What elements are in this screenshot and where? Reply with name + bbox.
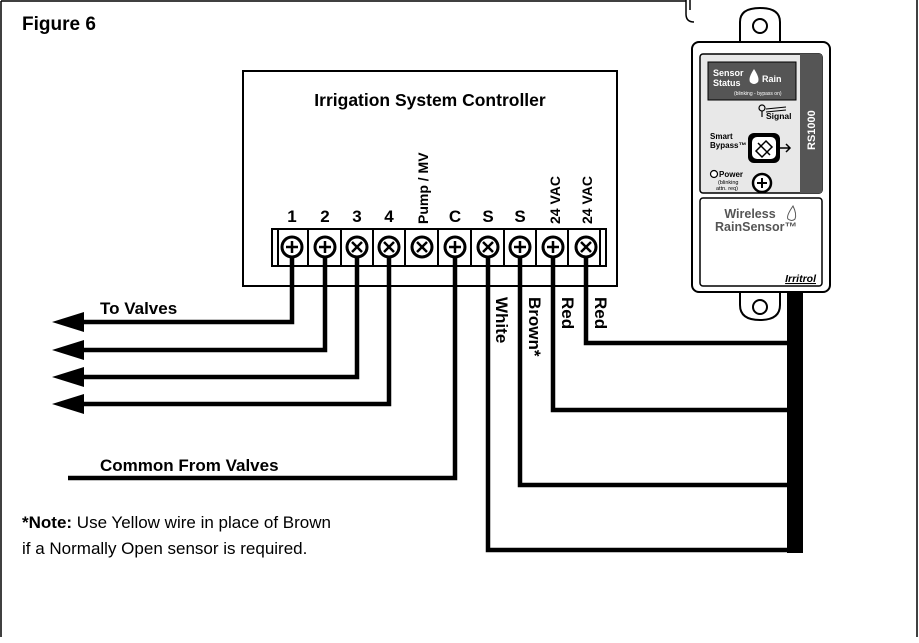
valve-arrows bbox=[52, 312, 84, 414]
rain-sensor-device: RS1000 Sensor Status Rain (blinking - by… bbox=[685, 0, 831, 322]
screw-cross-icon bbox=[410, 235, 434, 259]
terminal-labels: 1 2 3 4 Pump / MV C S S 24 VAC 24 VAC bbox=[287, 152, 595, 226]
sensor-wires bbox=[485, 257, 795, 553]
wire-label-red-1: Red bbox=[558, 297, 577, 329]
sensor-status-line2: Status bbox=[713, 78, 741, 88]
common-wire bbox=[68, 257, 458, 481]
bypass-key-icon bbox=[754, 139, 774, 159]
brand-wireless: Wireless bbox=[724, 207, 775, 221]
raindrop-icon bbox=[749, 69, 759, 84]
wire-label-brown: Brown* bbox=[525, 297, 544, 357]
mount-hole-bottom-icon bbox=[752, 299, 768, 315]
signal-label: Signal bbox=[766, 111, 792, 121]
screw-plus-icon bbox=[508, 235, 532, 259]
terminal-label-2: 2 bbox=[320, 207, 329, 226]
arrow-left-icon bbox=[52, 340, 84, 360]
terminal-label-24vac-2: 24 VAC bbox=[579, 176, 595, 224]
screw-plus-icon bbox=[443, 235, 467, 259]
valve-wires bbox=[75, 257, 392, 407]
mount-hole-top-icon bbox=[752, 18, 768, 34]
terminal-label-3: 3 bbox=[352, 207, 361, 226]
power-led-icon bbox=[709, 169, 719, 179]
screw-plus-icon bbox=[280, 235, 304, 259]
bypass-label: Bypass™ bbox=[710, 141, 746, 150]
irritrol-logo: Irritrol bbox=[785, 273, 817, 285]
arrow-left-icon bbox=[52, 367, 84, 387]
brand-drop-icon bbox=[787, 205, 797, 221]
terminal-label-1: 1 bbox=[287, 207, 296, 226]
brand-rainsensor: RainSensor™ bbox=[715, 220, 797, 234]
screw-cross-icon bbox=[574, 235, 598, 259]
common-label: Common From Valves bbox=[100, 456, 279, 475]
screw-cross-icon bbox=[377, 235, 401, 259]
power-sub-2: attn. req) bbox=[716, 186, 738, 192]
terminal-label-4: 4 bbox=[384, 207, 394, 226]
controller-title: Irrigation System Controller bbox=[314, 90, 546, 110]
arrow-left-icon bbox=[52, 394, 84, 414]
power-label: Power bbox=[719, 170, 743, 179]
screw-plus-icon bbox=[541, 235, 565, 259]
screw-cross-icon bbox=[476, 235, 500, 259]
note-line-2: if a Normally Open sensor is required. bbox=[22, 539, 307, 558]
sensor-cable bbox=[787, 285, 803, 553]
terminal-label-24vac-1: 24 VAC bbox=[547, 176, 563, 224]
terminal-label-s2: S bbox=[514, 207, 525, 226]
terminal-label-c: C bbox=[449, 207, 461, 226]
wire-label-red-2: Red bbox=[591, 297, 610, 329]
model-label: RS1000 bbox=[806, 110, 818, 150]
note-text-1: Use Yellow wire in place of Brown bbox=[72, 513, 331, 532]
screw-plus-icon bbox=[313, 235, 337, 259]
terminal-screws bbox=[280, 235, 598, 259]
terminal-label-pump: Pump / MV bbox=[415, 152, 431, 224]
to-valves-label: To Valves bbox=[100, 299, 177, 318]
figure-title: Figure 6 bbox=[22, 14, 96, 35]
blinking-label: (blinking - bypass on) bbox=[734, 91, 782, 97]
note-prefix: *Note: bbox=[22, 513, 72, 532]
bypass-arrow-icon bbox=[780, 143, 792, 153]
sensor-status-line1: Sensor bbox=[713, 68, 744, 78]
power-sub-1: (blinking bbox=[718, 180, 738, 186]
smart-label: Smart bbox=[710, 132, 733, 141]
wire-label-white: White bbox=[492, 297, 511, 343]
terminal-label-s1: S bbox=[482, 207, 493, 226]
rain-label: Rain bbox=[762, 74, 782, 84]
arrow-left-icon bbox=[52, 312, 84, 332]
signal-icon bbox=[758, 104, 787, 117]
screw-cross-icon bbox=[345, 235, 369, 259]
note-line-1: *Note: Use Yellow wire in place of Brown bbox=[22, 513, 331, 532]
